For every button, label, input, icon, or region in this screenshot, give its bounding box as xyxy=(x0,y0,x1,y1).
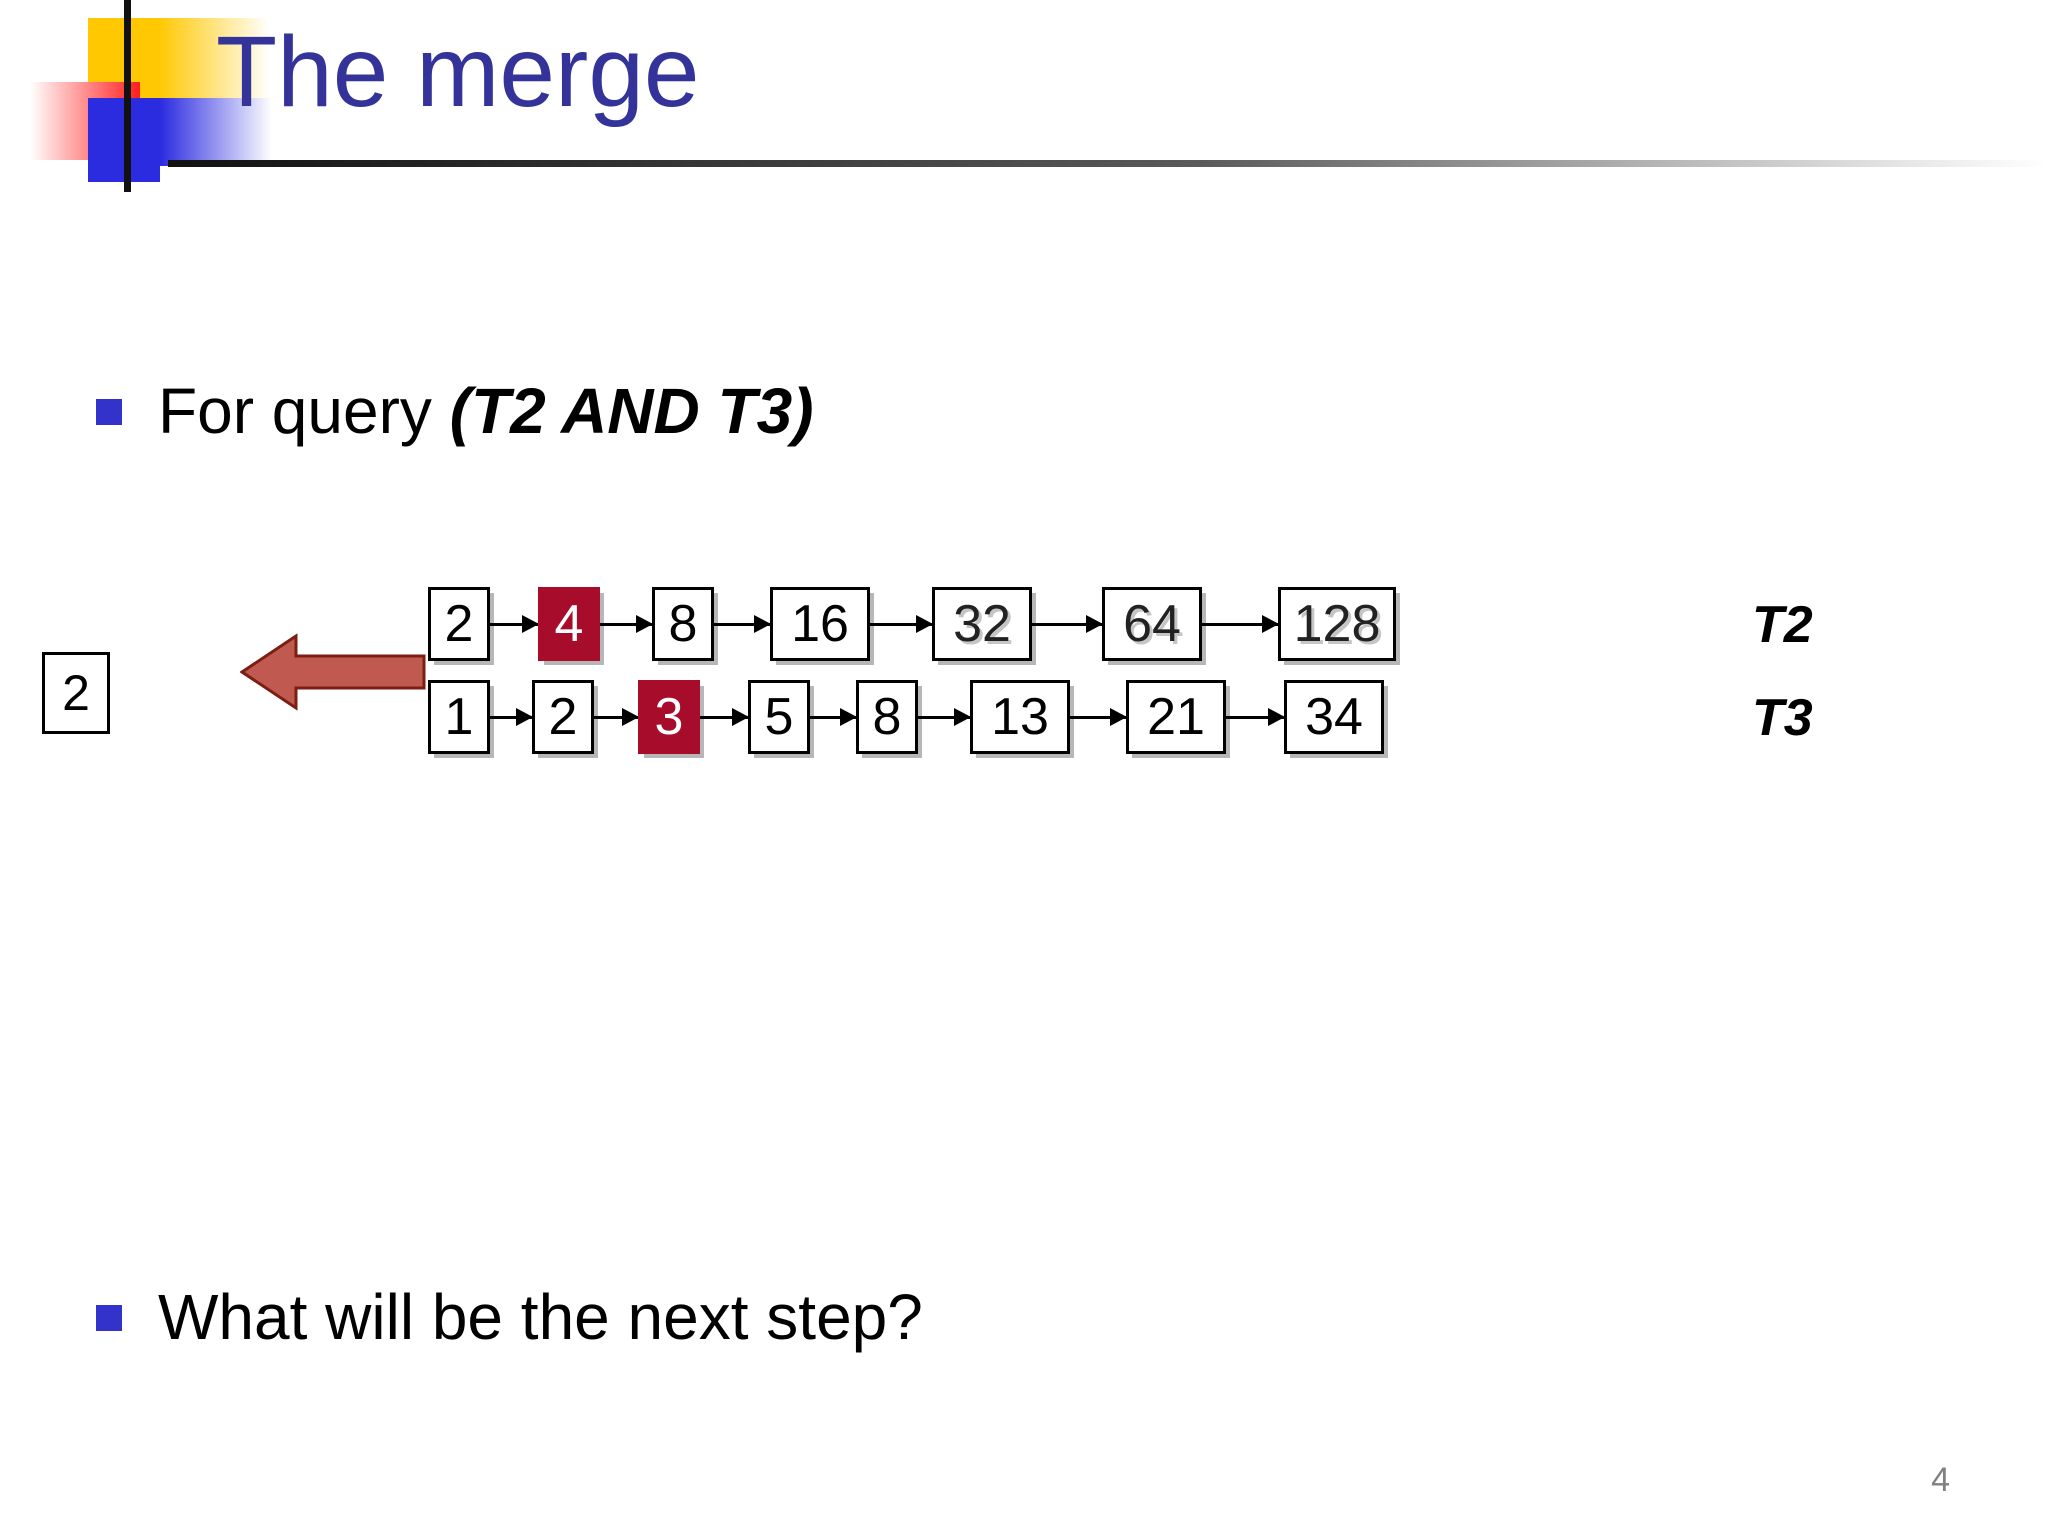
posting-node: 34 xyxy=(1284,680,1384,754)
posting-node-value: 8 xyxy=(872,688,902,746)
bullet-1-text: For query (T2 AND T3) xyxy=(158,375,814,447)
posting-link-arrow-icon xyxy=(700,707,749,726)
bullet-2-text: What will be the next step? xyxy=(158,1281,923,1353)
posting-node-value: 2 xyxy=(548,688,578,746)
posting-node-value: 1 xyxy=(444,688,474,746)
posting-list-t3: 1 2 3 5 8 13 21 34 xyxy=(428,680,1384,754)
posting-node-value: 5 xyxy=(764,688,794,746)
posting-list-t2: 2 4 8 16 32 64 128 xyxy=(428,587,1396,661)
deco-blue-gradient xyxy=(160,98,272,166)
deco-vertical-rule xyxy=(124,0,131,192)
posting-link-arrow-icon xyxy=(1070,707,1127,726)
posting-node: 8 xyxy=(652,587,714,661)
posting-node-value: 3 xyxy=(654,688,684,746)
posting-node-value: 32 xyxy=(953,595,1011,653)
merge-diagram: 2 2 4 8 16 32 64 128 T2 1 2 3 5 8 13 21 34 T3 xyxy=(0,560,2048,1040)
posting-node-value: 8 xyxy=(668,595,698,653)
result-box-value: 2 xyxy=(62,665,90,721)
posting-node: 21 xyxy=(1126,680,1226,754)
bullet-1-plain: For query xyxy=(158,375,450,447)
posting-node: 3 xyxy=(638,680,700,754)
posting-node: 2 xyxy=(532,680,594,754)
bullet-item-2: What will be the next step? xyxy=(96,1281,923,1353)
posting-node-value: 13 xyxy=(991,688,1049,746)
bullet-2-plain: What will be the next step? xyxy=(158,1281,923,1353)
page-number: 4 xyxy=(1931,1461,1950,1499)
posting-node-value: 21 xyxy=(1147,688,1205,746)
posting-link-arrow-icon xyxy=(1032,614,1103,633)
posting-node: 128 xyxy=(1278,587,1396,661)
posting-node-value: 16 xyxy=(791,595,849,653)
posting-node: 4 xyxy=(538,587,600,661)
bullet-square-icon xyxy=(96,398,122,425)
posting-node: 2 xyxy=(428,587,490,661)
posting-link-arrow-icon xyxy=(600,614,653,633)
posting-link-arrow-icon xyxy=(1226,707,1285,726)
posting-link-arrow-icon xyxy=(714,614,771,633)
bullet-square-icon xyxy=(96,1304,122,1331)
posting-node-value: 34 xyxy=(1305,688,1363,746)
bullet-item-1: For query (T2 AND T3) xyxy=(96,375,814,447)
posting-link-arrow-icon xyxy=(490,707,533,726)
posting-node: 16 xyxy=(770,587,870,661)
result-box: 2 xyxy=(42,652,110,734)
row-label-t2: T2 xyxy=(1752,596,1813,654)
posting-node-value: 64 xyxy=(1123,595,1181,653)
posting-node-value: 128 xyxy=(1293,595,1381,653)
posting-node-value: 2 xyxy=(444,595,474,653)
merge-result-arrow-icon xyxy=(239,632,426,717)
posting-link-arrow-icon xyxy=(810,707,857,726)
posting-link-arrow-icon xyxy=(594,707,639,726)
header-decoration xyxy=(0,0,520,200)
posting-link-arrow-icon xyxy=(1202,614,1279,633)
posting-node: 5 xyxy=(748,680,810,754)
posting-link-arrow-icon xyxy=(918,707,971,726)
posting-link-arrow-icon xyxy=(490,614,539,633)
posting-node: 13 xyxy=(970,680,1070,754)
bullet-1-emphasis: (T2 AND T3) xyxy=(449,375,814,447)
row-label-t3: T3 xyxy=(1752,689,1813,747)
title-underline-rule xyxy=(168,160,2048,167)
posting-node: 8 xyxy=(856,680,918,754)
posting-node: 64 xyxy=(1102,587,1202,661)
posting-node: 32 xyxy=(932,587,1032,661)
posting-link-arrow-icon xyxy=(870,614,933,633)
posting-node-value: 4 xyxy=(554,595,584,653)
posting-node: 1 xyxy=(428,680,490,754)
slide-title: The merge xyxy=(216,16,700,128)
